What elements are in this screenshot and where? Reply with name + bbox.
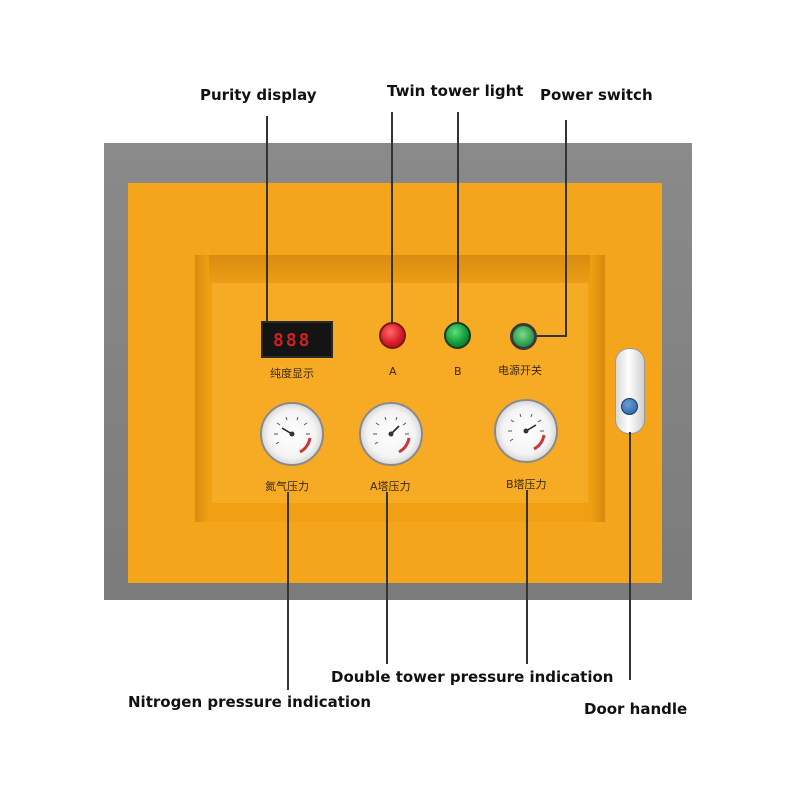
tower-b-lamp-label: B — [454, 365, 462, 378]
callout-double-tower-pressure: Double tower pressure indication — [331, 668, 614, 686]
callout-door-handle: Door handle — [584, 700, 688, 718]
purity-display-digits: 888 — [273, 330, 312, 351]
recess-top-bevel — [195, 255, 605, 285]
gauge-dial-icon — [508, 413, 546, 451]
control-panel-face — [212, 283, 588, 503]
callout-nitrogen-pressure: Nitrogen pressure indication — [128, 693, 372, 711]
gauge-dial-icon — [373, 416, 411, 454]
tower-b-gauge-label: B塔压力 — [506, 478, 547, 491]
callout-power-switch: Power switch — [540, 86, 653, 104]
tower-a-lamp-label: A — [389, 365, 397, 378]
nitrogen-gauge-label: 氮气压力 — [265, 480, 309, 493]
callout-purity-display: Purity display — [200, 86, 317, 104]
leader-door-handle — [629, 432, 631, 680]
purity-label: 纯度显示 — [270, 367, 314, 380]
leader-tower-a-lamp — [391, 112, 393, 324]
nitrogen-pressure-gauge — [260, 402, 324, 466]
tower-a-gauge-label: A塔压力 — [370, 480, 411, 493]
leader-tower-a-pressure — [386, 492, 388, 664]
recess-left-bevel — [195, 255, 209, 522]
leader-tower-b-pressure — [526, 490, 528, 664]
gauge-dial-icon — [274, 416, 312, 454]
leader-power-switch-vertical — [565, 120, 567, 336]
purity-display: 888 — [261, 321, 333, 358]
power-switch-button[interactable] — [510, 323, 537, 350]
power-switch-label: 电源开关 — [498, 364, 542, 377]
callout-twin-tower-light: Twin tower light — [387, 82, 524, 100]
leader-nitrogen-pressure — [287, 492, 289, 690]
leader-power-switch-horizontal — [537, 335, 567, 337]
tower-b-pressure-gauge — [494, 399, 558, 463]
door-handle-lock-icon[interactable] — [621, 398, 638, 415]
tower-a-pressure-gauge — [359, 402, 423, 466]
tower-b-lamp — [444, 322, 471, 349]
leader-tower-b-lamp — [457, 112, 459, 324]
leader-purity-display — [266, 116, 268, 322]
tower-a-lamp — [379, 322, 406, 349]
recess-right-bevel — [590, 255, 605, 522]
door-handle[interactable] — [615, 348, 645, 434]
